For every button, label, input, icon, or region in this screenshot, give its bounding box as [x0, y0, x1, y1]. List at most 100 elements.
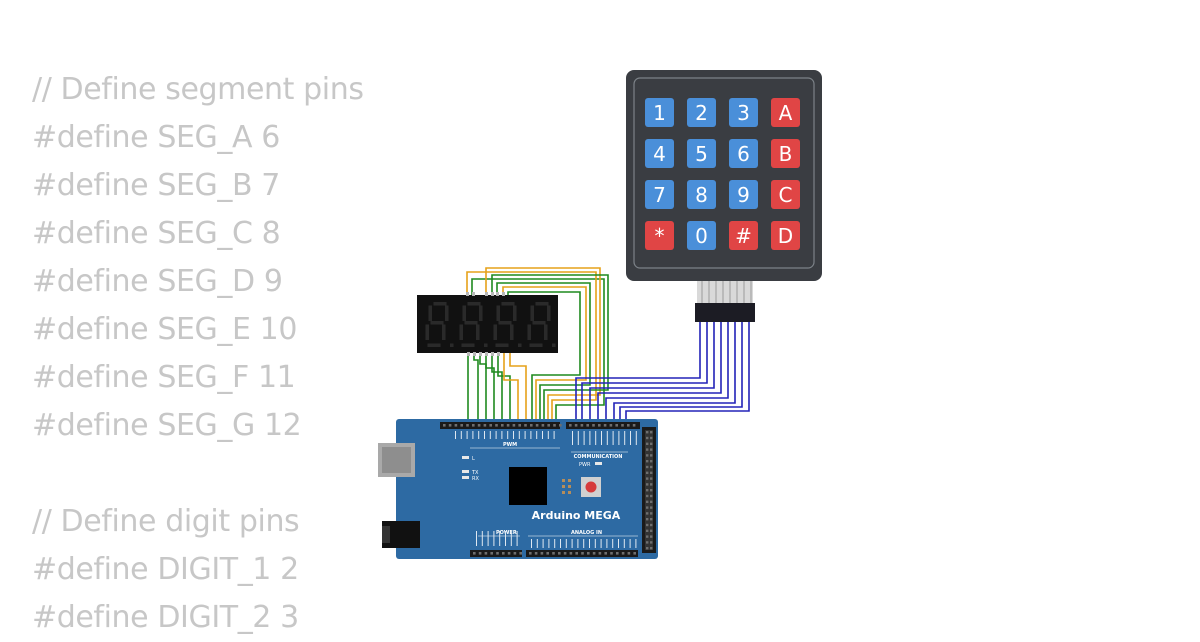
led-rx — [462, 476, 469, 479]
keypad-inner-border — [633, 77, 815, 269]
led-l — [462, 456, 469, 459]
keypad-key: A — [771, 98, 800, 127]
display-digit — [459, 302, 488, 347]
pin-marking — [589, 431, 591, 445]
header-pin — [650, 471, 653, 474]
header-pin — [534, 552, 538, 555]
header-pin — [621, 552, 625, 555]
header-pin — [650, 541, 653, 544]
header-pin — [553, 424, 556, 427]
header-pin — [448, 424, 452, 427]
pin-marking — [487, 531, 489, 546]
keypad-key: 1 — [645, 98, 674, 127]
code-line: #define SEG_E 10 — [32, 312, 298, 347]
header-pin — [541, 424, 545, 427]
header-pin — [506, 424, 510, 427]
seven-segment-display — [417, 292, 558, 356]
pin-marking — [583, 431, 585, 445]
pin-markings — [455, 431, 637, 548]
pin-marking — [577, 539, 579, 548]
display-segment — [467, 302, 481, 306]
pin-marking — [548, 539, 550, 548]
display-segment — [527, 324, 531, 340]
header-pin — [473, 552, 476, 555]
board-title: Arduino MEGA — [532, 509, 621, 522]
header-pin — [650, 489, 653, 492]
wire-green — [491, 353, 503, 425]
keypad-key-cap — [771, 139, 800, 168]
header-pin — [646, 512, 649, 515]
pin-marking — [623, 539, 625, 548]
keypad-key-cap — [729, 221, 758, 250]
pin-marking — [606, 431, 608, 445]
wire-green — [471, 278, 605, 425]
pin-marking — [495, 431, 497, 439]
header-pin — [575, 552, 578, 555]
header-pin — [513, 552, 517, 555]
keypad-key-cap — [645, 180, 674, 209]
header-pin — [646, 448, 649, 451]
pin-marking — [476, 531, 477, 546]
keypad-key-label: A — [779, 101, 793, 125]
header-pin — [540, 552, 544, 555]
header-pin — [650, 431, 653, 434]
keypad-key-cap — [771, 180, 800, 209]
header-pin — [646, 494, 649, 498]
top-header-right — [566, 422, 640, 429]
wire-green — [507, 291, 581, 425]
pin-marking — [499, 531, 501, 546]
pin-marking — [478, 431, 480, 439]
header-pin — [650, 448, 653, 451]
header-pin — [646, 523, 649, 527]
code-snippet: // Define segment pins #define SEG_A 6 #… — [32, 66, 364, 642]
header-pin — [569, 424, 572, 427]
wire-blue — [625, 322, 750, 425]
keypad-key-label: D — [778, 224, 793, 248]
header-pin — [524, 424, 527, 427]
header-pin — [518, 424, 521, 427]
display-segment — [442, 324, 446, 340]
header-pin — [650, 494, 653, 498]
header-pin — [650, 512, 653, 515]
display-segment — [510, 324, 514, 340]
header-pin — [621, 424, 624, 427]
keypad-key-label: 9 — [737, 183, 750, 207]
keypad-key: 5 — [687, 139, 716, 168]
pin-marking — [493, 531, 495, 546]
pin-marking — [489, 431, 491, 439]
mcu-chip — [509, 467, 547, 505]
keypad-key: 3 — [729, 98, 758, 127]
display-segment — [530, 305, 534, 321]
header-pin — [535, 424, 539, 427]
pin-marking — [612, 431, 614, 445]
pin-marking — [624, 431, 626, 445]
pin-marking — [629, 539, 631, 548]
keypad-key-cap — [771, 221, 800, 250]
header-pin — [454, 424, 458, 427]
header-pin — [650, 500, 653, 503]
header-pin — [460, 424, 463, 427]
header-pin — [646, 506, 649, 509]
top-pins — [443, 424, 653, 550]
header-pin — [529, 552, 532, 555]
pin-marking — [536, 539, 538, 548]
header-pin — [646, 483, 649, 486]
top-header-left — [440, 422, 560, 429]
header-pin — [627, 552, 631, 555]
header-pin — [650, 547, 653, 550]
keypad-key-cap — [645, 221, 674, 250]
keypad-key-cap — [687, 139, 716, 168]
wire-green — [479, 353, 487, 425]
keypad-key-label: 8 — [695, 183, 708, 207]
display-segment — [544, 324, 548, 340]
reset-button-cap — [585, 481, 597, 493]
board-label-analog: ANALOG IN — [571, 530, 602, 536]
bottom-pins — [473, 552, 636, 555]
header-pin — [646, 454, 649, 457]
display-pins-top — [466, 292, 505, 296]
display-decimal-point — [450, 343, 454, 347]
keypad-key: C — [771, 180, 800, 209]
pin-marking — [472, 431, 474, 439]
display-segment — [427, 343, 441, 347]
header-pin — [650, 465, 653, 469]
